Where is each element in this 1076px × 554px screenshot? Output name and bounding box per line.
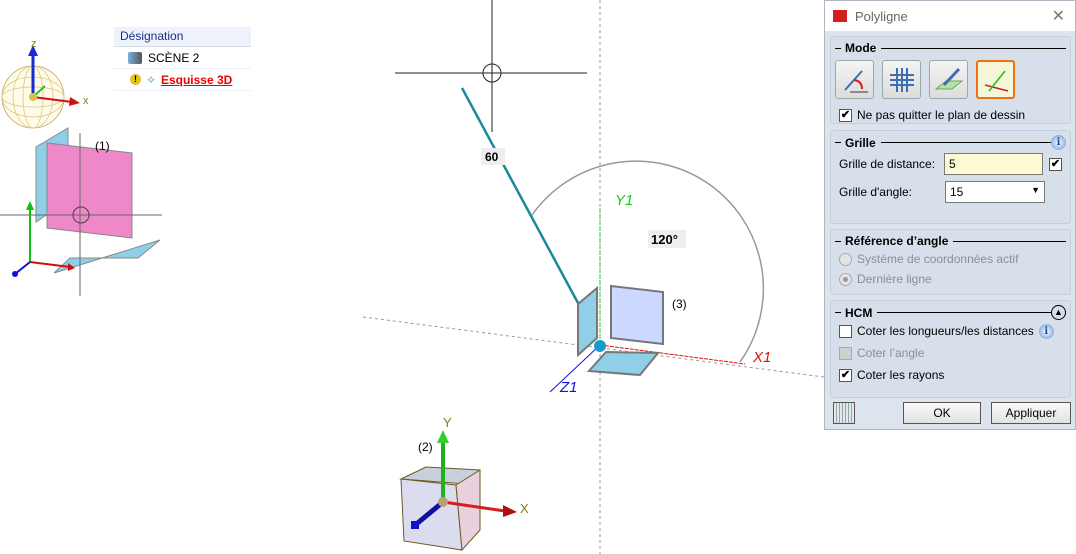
gizmo-x-label: x bbox=[83, 95, 89, 107]
tree-item-sketch[interactable]: ! ⟡ Esquisse 3D bbox=[114, 69, 251, 91]
keep-plane-checkbox[interactable]: ✔Ne pas quitter le plan de dessin bbox=[839, 108, 1026, 122]
3d-viewport[interactable]: z x (1) 60 120° Y1 X1 Z1 (3) Y X (2) bbox=[0, 0, 824, 554]
figure-2: Y X (2) bbox=[399, 415, 529, 552]
ok-button[interactable]: OK bbox=[903, 402, 981, 424]
dim-radii-checkbox[interactable]: ✔Coter les rayons bbox=[839, 368, 945, 382]
figure-1: (1) bbox=[0, 127, 162, 296]
grid-panel: Grille i Grille de distance: 5 ✔ Grille d'a… bbox=[830, 130, 1071, 224]
apply-button[interactable]: Appliquer bbox=[991, 402, 1071, 424]
grid-toggle-button[interactable] bbox=[833, 402, 855, 424]
collapse-icon[interactable]: ▲ bbox=[1051, 305, 1066, 320]
info-icon[interactable]: i bbox=[1038, 323, 1054, 339]
scene-tree: Désignation SCÈNE 2 ! ⟡ Esquisse 3D bbox=[114, 27, 251, 91]
mode-3d-button[interactable] bbox=[976, 60, 1015, 99]
keep-plane-label: Ne pas quitter le plan de dessin bbox=[857, 108, 1026, 122]
dim-angle-checkbox[interactable]: Coter l’angle bbox=[831, 342, 1070, 364]
radio-label: Système de coordonnées actif bbox=[857, 252, 1019, 266]
checkbox-label: Coter l’angle bbox=[857, 346, 925, 360]
dialog-titlebar: Polyligne ✕ bbox=[825, 1, 1075, 31]
warning-icon: ! bbox=[130, 74, 141, 85]
label-2: (2) bbox=[418, 440, 433, 454]
dim-lengths-checkbox[interactable]: Coter les longueurs/les distances i bbox=[831, 320, 1070, 342]
mode-angle-button[interactable] bbox=[835, 60, 874, 99]
angle-grid-value: 15 bbox=[950, 185, 964, 199]
label-3: (3) bbox=[672, 297, 687, 311]
gizmo-z-label: z bbox=[31, 38, 37, 50]
dialog-title: Polyligne bbox=[855, 8, 908, 24]
polyline-segment[interactable] bbox=[460, 87, 580, 304]
axis-z1-label: Z1 bbox=[559, 379, 578, 396]
checkbox-label: Coter les longueurs/les distances bbox=[857, 324, 1034, 338]
angle-dimension: 120° bbox=[651, 232, 678, 247]
axis-x-label: X bbox=[520, 501, 529, 516]
axis-x1-label: X1 bbox=[752, 349, 771, 366]
mode-plane-button[interactable] bbox=[929, 60, 968, 99]
app-icon bbox=[833, 10, 847, 22]
scene-label: SCÈNE 2 bbox=[148, 50, 200, 65]
tree-header[interactable]: Désignation bbox=[114, 27, 251, 47]
radio-active-cs[interactable]: Système de coordonnées actif bbox=[831, 248, 1070, 270]
angle-label: Grille d'angle: bbox=[839, 185, 912, 199]
distance-label: Grille de distance: bbox=[839, 157, 936, 171]
distance-grid-input[interactable]: 5 bbox=[943, 153, 1044, 175]
radio-label: Dernière ligne bbox=[857, 272, 932, 286]
label-1: (1) bbox=[95, 139, 110, 153]
checkbox-label: Coter les rayons bbox=[857, 368, 945, 382]
angle-grid-select[interactable]: 15 ▼ bbox=[945, 181, 1045, 203]
close-icon[interactable]: ✕ bbox=[1051, 8, 1065, 25]
hcm-title: HCM bbox=[845, 305, 873, 320]
axis-y1-label: Y1 bbox=[615, 192, 633, 209]
orientation-gizmo[interactable]: z x bbox=[1, 38, 89, 129]
sketch-label: Esquisse 3D bbox=[160, 72, 233, 87]
grid-title: Grille bbox=[845, 135, 876, 150]
polyline-dialog: Polyligne ✕ Mode ✔Ne pas quitter le plan… bbox=[824, 0, 1076, 430]
length-dimension: 60 bbox=[485, 150, 499, 164]
scene-icon bbox=[128, 51, 142, 64]
axis-y-label: Y bbox=[443, 415, 452, 430]
mode-panel: Mode ✔Ne pas quitter le plan de dessin bbox=[830, 36, 1071, 124]
sketch-icon: ⟡ bbox=[147, 72, 155, 86]
distance-grid-checkbox[interactable]: ✔ bbox=[1049, 157, 1062, 171]
tree-item-scene[interactable]: SCÈNE 2 bbox=[114, 47, 251, 69]
radio-last-line[interactable]: Dernière ligne bbox=[831, 268, 1070, 290]
mode-title: Mode bbox=[845, 41, 877, 55]
angle-arc bbox=[531, 160, 765, 363]
angle-ref-title: Référence d’angle bbox=[845, 234, 949, 248]
mode-grid-button[interactable] bbox=[882, 60, 921, 99]
chevron-down-icon: ▼ bbox=[1031, 185, 1040, 195]
info-icon[interactable]: i bbox=[1051, 135, 1066, 150]
angle-reference-panel: Référence d’angle Système de coordonnées… bbox=[830, 229, 1071, 295]
